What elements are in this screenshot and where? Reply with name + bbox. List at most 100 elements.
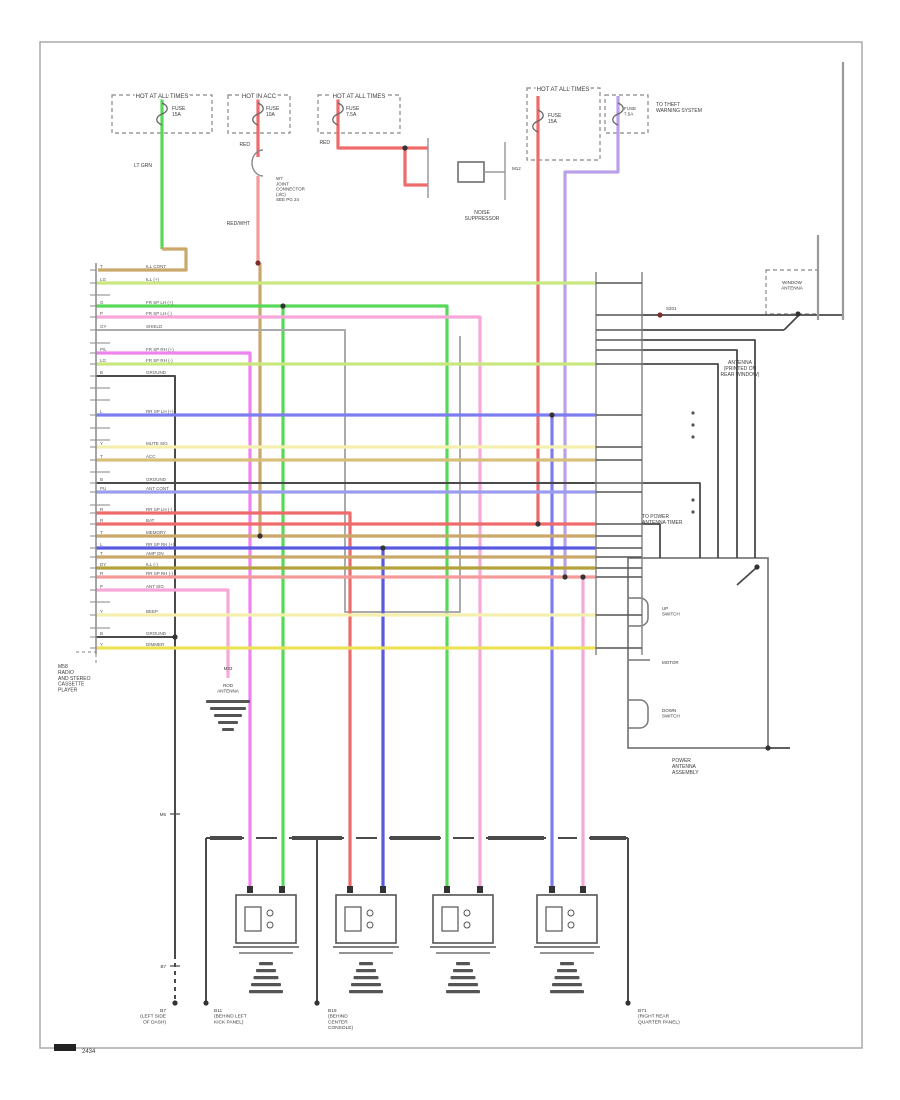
fuse-icon xyxy=(332,102,344,126)
wire xyxy=(96,375,176,955)
pin-signal-label: ANT SIG xyxy=(146,584,164,589)
junction-dot xyxy=(765,745,771,751)
diagram-label: LT GRN xyxy=(134,163,152,169)
power-source-box xyxy=(604,94,649,134)
pin-color-code: B xyxy=(100,631,103,636)
tweeter-bar xyxy=(453,969,473,973)
pin-signal-label: FR SP RH (-) xyxy=(146,358,173,363)
pin-color-code: DY xyxy=(100,562,106,567)
speaker-connector-pin xyxy=(549,886,555,893)
junction-dot xyxy=(535,521,541,527)
pin-signal-label: FR SP RH (+) xyxy=(146,347,174,352)
junction-dot xyxy=(203,1000,209,1006)
pin-color-code: R xyxy=(100,507,104,512)
continuation-dot xyxy=(691,411,695,415)
speaker-assembly xyxy=(534,886,600,994)
speaker-assembly xyxy=(233,886,299,994)
speaker-connector-pin xyxy=(477,886,483,893)
speaker-glyph-circle xyxy=(366,909,374,917)
continuation-dot xyxy=(691,498,695,502)
continuation-dot xyxy=(691,423,695,427)
diagram-label: RED xyxy=(239,142,250,148)
junction-dot xyxy=(402,145,408,151)
junction-dot xyxy=(562,574,568,580)
diagram-label: MOTOR xyxy=(662,660,679,665)
pin-signal-label: MEMORY xyxy=(146,530,166,535)
component-boxes-layer xyxy=(111,87,819,749)
speaker-amp-box xyxy=(536,894,598,944)
continuation-dot xyxy=(691,435,695,439)
speaker-amp-box xyxy=(335,894,397,944)
tweeter-bar xyxy=(560,962,574,966)
component-box xyxy=(457,161,485,183)
wire xyxy=(642,339,756,558)
pin-color-code: GY xyxy=(100,324,107,329)
tweeter-bar xyxy=(552,983,582,987)
wire xyxy=(642,482,701,558)
diagram-label: M33 xyxy=(224,666,233,671)
pin-color-code: L xyxy=(100,409,103,414)
diagram-label: RED/WHT xyxy=(227,221,250,227)
tweeter-bar xyxy=(456,962,470,966)
pin-signal-label: RR SP LH (+) xyxy=(146,409,174,414)
pin-color-code: B xyxy=(100,370,103,375)
speaker-glyph xyxy=(441,906,459,932)
page-frame xyxy=(39,41,863,1051)
wire xyxy=(642,349,738,558)
pin-color-code: LG xyxy=(100,277,107,282)
symbol-path xyxy=(628,597,649,627)
junction-dot xyxy=(172,1000,178,1006)
fuse-icon xyxy=(252,102,264,126)
fuse-icon xyxy=(156,102,168,126)
pin-color-code: G xyxy=(100,300,104,305)
junction-dot xyxy=(172,634,178,640)
speaker-amp-box xyxy=(235,894,297,944)
wire xyxy=(642,523,661,558)
junction-dot xyxy=(754,564,760,570)
symbol-path xyxy=(251,149,264,177)
speaker-glyph-circle xyxy=(366,921,374,929)
wire xyxy=(96,351,252,888)
diagram-label: B7 xyxy=(160,964,166,969)
pin-signal-label: AMP ON xyxy=(146,551,164,556)
tweeter-bar xyxy=(251,983,281,987)
wire xyxy=(96,329,461,613)
pin-color-code: T xyxy=(100,454,103,459)
speaker-connector-pin xyxy=(279,886,285,893)
pin-signal-label: SHIELD xyxy=(146,324,163,329)
diagram-label: S201 xyxy=(666,306,677,311)
junction-dots-layer xyxy=(172,145,801,1006)
speakers-layer xyxy=(233,886,600,994)
diagram-label: RED xyxy=(319,140,330,146)
tweeter-bar xyxy=(446,990,480,994)
wires-layer xyxy=(76,62,845,1003)
wire xyxy=(783,315,799,331)
pin-signal-label: RR SP RH (+) xyxy=(146,542,175,547)
pin-color-code: LG xyxy=(100,358,107,363)
diagram-label: HOT IN ACC xyxy=(242,94,277,100)
diagram-label: HOT AT ALL TIMES xyxy=(537,87,590,93)
pin-color-code: R xyxy=(100,571,104,576)
pin-signal-label: ILL (-) xyxy=(146,562,158,567)
antenna-base-bar xyxy=(206,700,250,703)
tweeter-bar xyxy=(349,990,383,994)
pin-color-code: T xyxy=(100,264,103,269)
speaker-connector-pin xyxy=(444,886,450,893)
speaker-glyph-circle xyxy=(266,909,274,917)
tweeter-bar xyxy=(256,969,276,973)
speaker-connector-pin xyxy=(380,886,386,893)
speaker-assembly xyxy=(430,886,496,994)
wire xyxy=(403,148,428,187)
speaker-glyph-circle xyxy=(463,909,471,917)
tweeter-bar xyxy=(259,962,273,966)
power-source-box xyxy=(317,94,401,134)
